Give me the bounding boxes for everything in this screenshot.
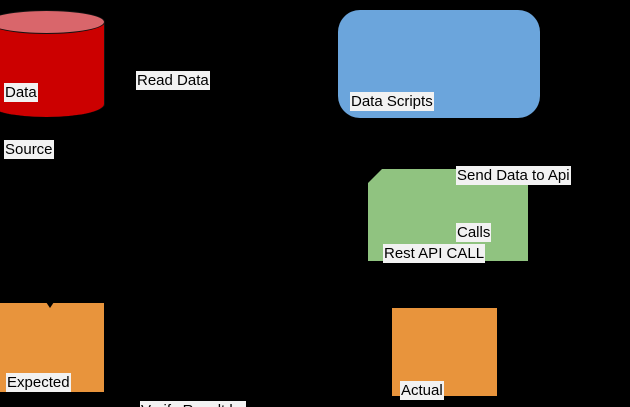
node-data-source[interactable] [0, 10, 105, 118]
cylinder-body [0, 21, 105, 117]
cylinder-top-ellipse [0, 10, 105, 34]
node-data-scripts[interactable] [338, 10, 540, 118]
edge-label-verify-result: Verify Result by using Assertions [140, 363, 251, 407]
arrowhead-icon [44, 299, 56, 308]
edge-label-read-data-text: Read Data [136, 71, 210, 90]
edge-label-verify-line1: Verify Result by [140, 401, 247, 407]
node-actual[interactable] [392, 308, 497, 396]
edge-label-read-data: Read Data [136, 33, 210, 128]
node-label-data-source-line2: Source [4, 140, 54, 159]
edge-label-send-data-to-api-calls: Send Data to Api Calls [456, 128, 571, 280]
edge-label-send-data-line1: Send Data to Api [456, 166, 571, 185]
edge-label-send-data-line2: Calls [456, 223, 492, 242]
node-expected[interactable] [0, 303, 104, 392]
